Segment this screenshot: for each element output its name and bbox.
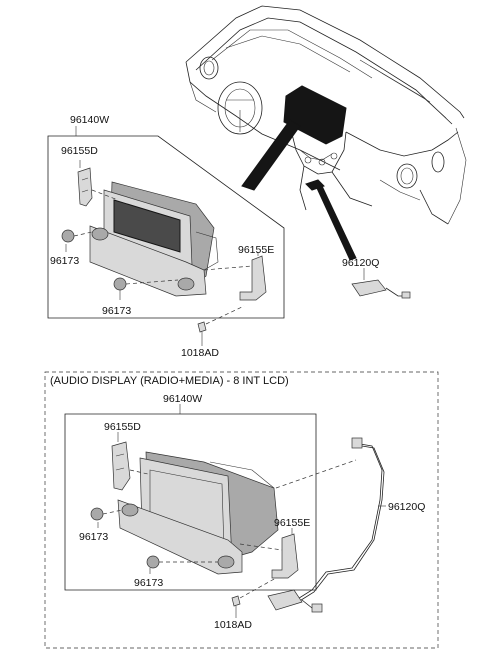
dashboard-illustration [185, 5, 467, 261]
knob-icon [90, 507, 104, 521]
knob-icon [146, 555, 160, 569]
top-section: 96140W 96155D 96173 96173 96155E 1018AD … [47, 114, 411, 359]
label-96155d-bottom: 96155D [104, 421, 141, 433]
label-96173-bottom-bottom: 96173 [134, 577, 163, 589]
cable-connector-icon [267, 589, 303, 611]
label-96173-top-bottom: 96173 [102, 305, 131, 317]
screw-icon [231, 595, 241, 607]
label-96155e-bottom: 96155E [274, 517, 310, 529]
top-frame [47, 135, 285, 319]
label-96120q-bottom: 96120Q [388, 501, 425, 513]
cable-connector-icon [351, 279, 387, 297]
knob-icon [113, 277, 127, 291]
variant-caption: (AUDIO DISPLAY (RADIO+MEDIA) - 8 INT LCD… [50, 375, 289, 387]
knob-icon [61, 229, 75, 243]
label-96140w-bottom: 96140W [163, 393, 202, 405]
cable-harness-icon [295, 443, 383, 601]
label-96120q-top: 96120Q [342, 257, 379, 269]
label-96155e-top: 96155E [238, 244, 274, 256]
label-96173-top-left: 96173 [50, 255, 79, 267]
label-1018ad-bottom: 1018AD [214, 619, 252, 631]
screw-icon [197, 321, 207, 333]
bottom-section: (AUDIO DISPLAY (RADIO+MEDIA) - 8 INT LCD… [44, 371, 439, 649]
label-96140w-top: 96140W [70, 114, 109, 126]
variant-frame [44, 371, 439, 649]
label-1018ad-top: 1018AD [181, 347, 219, 359]
label-96173-bottom-left: 96173 [79, 531, 108, 543]
label-96155d-top: 96155D [61, 145, 98, 157]
